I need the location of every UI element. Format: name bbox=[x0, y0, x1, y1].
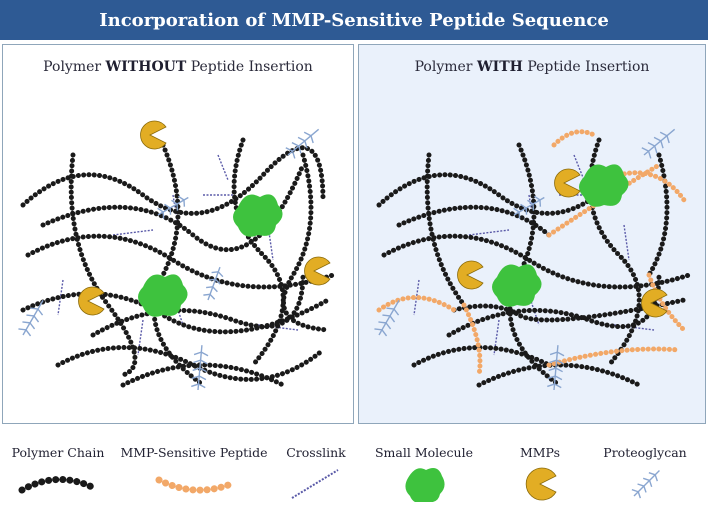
polymer-chain-icon bbox=[18, 476, 98, 494]
polymer-chains bbox=[20, 137, 336, 388]
panel-title-with-emphasis: WITH bbox=[476, 59, 523, 75]
network-without-peptide bbox=[18, 120, 336, 391]
panel-title-without-prefix: Polymer bbox=[43, 59, 106, 75]
mmp-peptide-segments bbox=[376, 129, 687, 378]
small-molecule-icon bbox=[405, 468, 445, 502]
mmp-peptide-icon bbox=[155, 476, 235, 494]
panel-title-with-prefix: Polymer bbox=[414, 59, 477, 75]
legend-mmp-peptide-label: MMP-Sensitive Peptide bbox=[120, 445, 268, 460]
panel-title-without-emphasis: WITHOUT bbox=[105, 59, 187, 75]
legend-crosslink-label: Crosslink bbox=[286, 445, 346, 460]
proteoglycan-icons bbox=[374, 128, 676, 391]
panel-without-peptide: Polymer WITHOUT Peptide Insertion bbox=[2, 44, 354, 424]
legend-polymer-chain-label: Polymer Chain bbox=[11, 445, 105, 460]
figure-title: Incorporation of MMP-Sensitive Peptide S… bbox=[0, 0, 708, 40]
panel-with-peptide: Polymer WITH Peptide Insertion bbox=[358, 44, 706, 424]
legend-proteoglycan-label: Proteoglycan bbox=[603, 445, 687, 460]
mmp-icons bbox=[78, 120, 331, 316]
proteoglycan-icons bbox=[18, 128, 320, 391]
panel-title-without-suffix: Peptide Insertion bbox=[186, 59, 313, 75]
network-with-peptide bbox=[374, 128, 692, 391]
legend-small-molecule-label: Small Molecule bbox=[374, 445, 474, 460]
mmp-icons bbox=[457, 168, 668, 318]
small-molecule-icons bbox=[138, 194, 283, 317]
proteoglycan-icon bbox=[631, 470, 660, 499]
mmp-icon bbox=[525, 467, 557, 501]
small-molecule-icons bbox=[492, 164, 629, 307]
crosslink-icon bbox=[291, 469, 339, 499]
legend-mmps-label: MMPs bbox=[519, 445, 561, 460]
panel-title-with-suffix: Peptide Insertion bbox=[522, 59, 650, 75]
panel-title-without: Polymer WITHOUT Peptide Insertion bbox=[3, 59, 353, 75]
panel-title-with: Polymer WITH Peptide Insertion bbox=[359, 59, 705, 75]
